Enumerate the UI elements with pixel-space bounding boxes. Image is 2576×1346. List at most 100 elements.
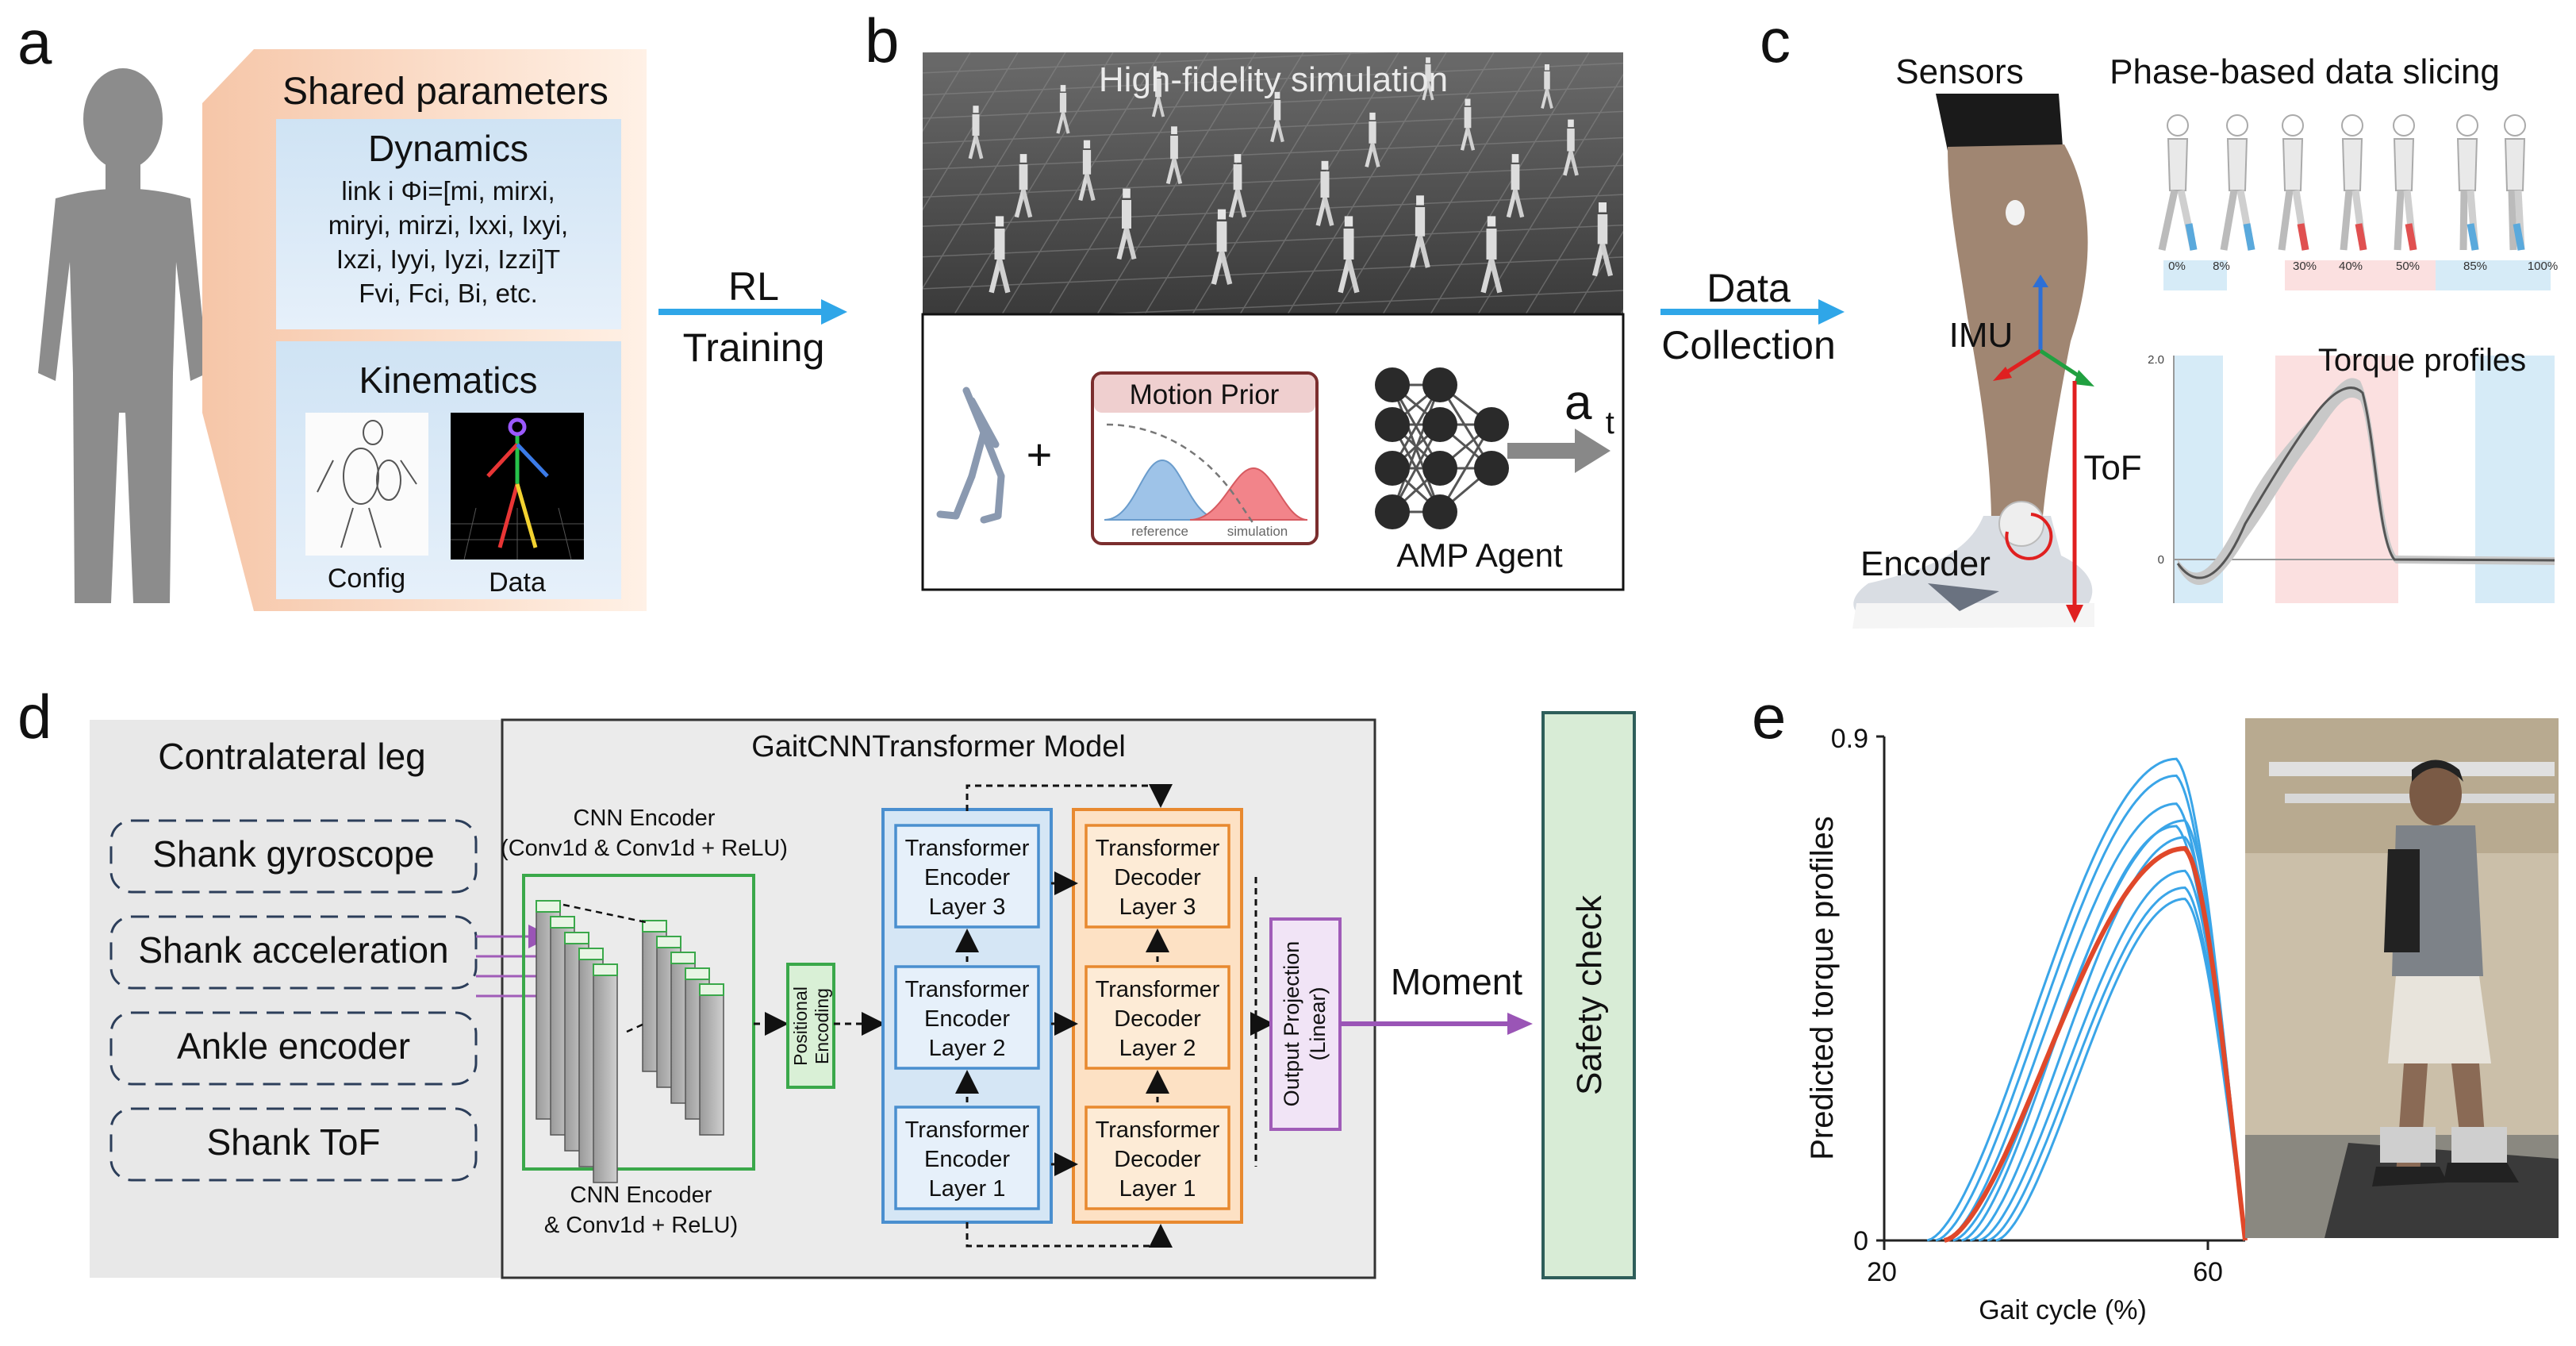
- blue-torque-curve: [1995, 898, 2247, 1242]
- phase-tick-5: 85%: [2463, 260, 2487, 273]
- human-silhouette-icon: [38, 68, 208, 603]
- dynamics-title: Dynamics: [368, 128, 528, 169]
- torque-profiles-title: Torque profiles: [2318, 343, 2526, 378]
- sim-walker: [1480, 216, 1503, 294]
- rl-training-arrow: [658, 299, 847, 325]
- panel-letter-a: a: [17, 7, 52, 77]
- sim-walker: [1422, 57, 1434, 101]
- simulation-distribution: [1189, 467, 1308, 521]
- sensors-label: Sensors: [1895, 52, 2023, 91]
- phase-tick-3: 40%: [2339, 260, 2363, 273]
- sim-walker: [1270, 91, 1284, 143]
- moment-label: Moment: [1391, 961, 1522, 1002]
- input-box-tof: [109, 1107, 478, 1182]
- blue-torque-curve: [1969, 836, 2247, 1242]
- blue-torque-curve: [1926, 757, 2247, 1242]
- nn-node: [1474, 451, 1509, 486]
- phase-tick-4: 50%: [2396, 260, 2420, 273]
- cnn-connection: [626, 1022, 645, 1033]
- cnn-feature-map: [593, 963, 618, 1183]
- decoder-layer-text: Decoder: [1114, 1147, 1201, 1172]
- panel-letter-d: d: [17, 682, 52, 752]
- sim-walker: [1211, 209, 1233, 285]
- model-title: GaitCNNTransformer Model: [751, 730, 1126, 763]
- encoder-rotation-icon: [2005, 513, 2053, 560]
- simulation-title: High-fidelity simulation: [1099, 60, 1448, 99]
- x-tick-label-20: 20: [1867, 1257, 1897, 1287]
- output-label-1: Output Projection: [1280, 941, 1303, 1107]
- gait-figure: [2340, 114, 2367, 251]
- nn-node: [1375, 451, 1410, 486]
- contralateral-title: Contralateral leg: [158, 736, 426, 777]
- collection-label: Collection: [1661, 323, 1836, 367]
- sim-walker: [1056, 85, 1070, 134]
- y-tick-label-top: 0.9: [1831, 724, 1868, 754]
- torque-chart: [1876, 735, 2248, 1250]
- input-tof: Shank ToF: [206, 1121, 380, 1163]
- sim-walker: [1338, 216, 1360, 294]
- nn-node: [1422, 407, 1457, 442]
- safety-check-box: [1541, 711, 1636, 1279]
- encoder-label: Encoder: [1860, 544, 1991, 583]
- input-encoder: Ankle encoder: [177, 1025, 410, 1067]
- sim-walker: [1410, 195, 1430, 268]
- dynamics-box: [276, 119, 621, 329]
- positional-label-2: Encoding: [812, 988, 832, 1064]
- decoder-layer-text: Transformer: [1096, 1117, 1220, 1143]
- cnn-encoder-box: [522, 874, 755, 1171]
- dynamics-line-4: Fvi, Fci, Bi, etc.: [359, 279, 538, 308]
- neural-network-icon: [1375, 367, 1509, 529]
- dynamics-line-2: miryi, mirzi, Ixxi, Ixyi,: [328, 210, 568, 240]
- chart-ylabel: Predicted torque profiles: [1805, 816, 1840, 1160]
- motion-capture-data-image: [451, 413, 584, 560]
- input-gyroscope: Shank gyroscope: [152, 833, 434, 875]
- config-sketch-image: [305, 413, 428, 556]
- skeleton-figure-icon: [936, 386, 1005, 524]
- gait-figure: [2158, 114, 2198, 251]
- nn-node: [1422, 451, 1457, 486]
- phase-tick-labels: 0% 8% 30% 40% 50% 85% 100%: [2168, 260, 2558, 273]
- exoskeleton-photo: [2245, 718, 2559, 1238]
- sim-walker: [1151, 71, 1165, 117]
- sim-walker: [1165, 126, 1183, 185]
- nn-node: [1375, 367, 1410, 402]
- data-label-arrow: Data: [1706, 266, 1791, 310]
- gait-figure: [2456, 114, 2479, 251]
- output-label-2: (Linear): [1306, 986, 1330, 1060]
- amp-agent-label: AMP Agent: [1396, 536, 1563, 574]
- decoder-layer-text: Layer 2: [1119, 1036, 1196, 1061]
- cnn-top-label-2: (Conv1d & Conv1d + ReLU): [501, 836, 788, 861]
- reference-distribution: [1104, 459, 1223, 521]
- phase-tick-2: 30%: [2293, 260, 2317, 273]
- nn-node: [1474, 407, 1509, 442]
- sim-walker: [989, 216, 1011, 294]
- motion-prior-header: [1094, 375, 1315, 413]
- moment-arrow: [1340, 1013, 1533, 1035]
- panel-letter-b: b: [865, 6, 899, 75]
- input-box-encoder: [109, 1011, 478, 1086]
- decoder-layer-text: Transformer: [1096, 977, 1220, 1002]
- sim-walker: [1315, 160, 1334, 226]
- input-acceleration: Shank acceleration: [138, 929, 448, 971]
- phase-tick-1: 8%: [2213, 260, 2230, 273]
- shared-parameters-title: Shared parameters: [282, 71, 608, 113]
- phase-bands: [2163, 260, 2551, 290]
- config-label: Config: [328, 563, 405, 594]
- action-main: a: [1564, 375, 1592, 430]
- sim-walker: [1591, 202, 1614, 277]
- imu-axes-icon: [1993, 275, 2094, 386]
- plus-sign: +: [1027, 429, 1053, 479]
- encoder-layer-text: Layer 3: [929, 894, 1006, 920]
- simulation-label: simulation: [1227, 524, 1288, 539]
- panel-letter-e: e: [1752, 682, 1786, 752]
- blue-torque-curve: [1961, 825, 2247, 1242]
- torque-curves: [1926, 757, 2248, 1243]
- cnn-bottom-label-1: CNN Encoder: [570, 1183, 712, 1208]
- phase-tick-0: 0%: [2168, 260, 2186, 273]
- decoder-layer-text: Decoder: [1114, 865, 1201, 890]
- cnn-top-label-1: CNN Encoder: [574, 806, 716, 831]
